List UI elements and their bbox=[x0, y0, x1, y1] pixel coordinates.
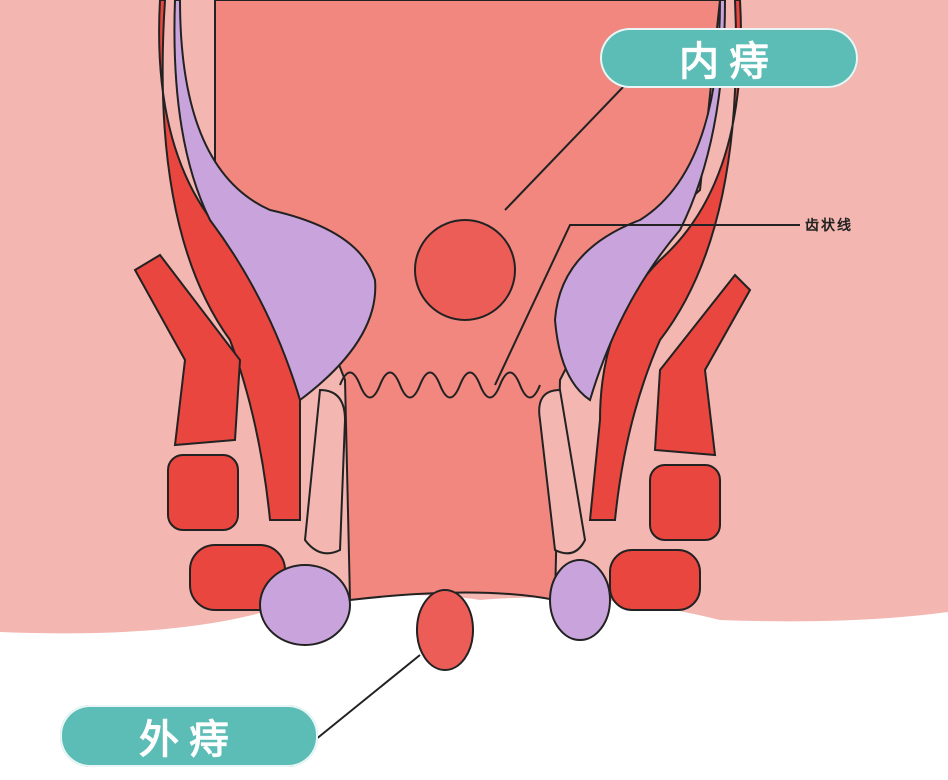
right-mucosa-layer bbox=[553, 0, 727, 402]
dentate-line-label: 齿状线 bbox=[805, 218, 853, 234]
left-rectal-wall bbox=[158, 0, 301, 521]
right-anal-column bbox=[538, 388, 587, 555]
external-leader-line bbox=[314, 654, 421, 741]
dentate-leader-line bbox=[494, 224, 800, 386]
right-rectal-wall bbox=[588, 0, 742, 521]
external-hemorrhoid bbox=[416, 589, 474, 671]
right-external-plexus bbox=[549, 559, 611, 641]
right-sphincter-muscles bbox=[609, 273, 752, 611]
internal-hemorrhoid bbox=[414, 219, 516, 321]
external-hemorrhoid-label: 外痔 bbox=[60, 705, 318, 767]
left-external-plexus bbox=[259, 564, 351, 646]
dentate-line-wave bbox=[339, 371, 541, 399]
internal-hemorrhoid-label: 内痔 bbox=[600, 28, 858, 88]
internal-leader-line bbox=[504, 84, 626, 211]
left-anal-column bbox=[303, 388, 347, 555]
left-mucosa-layer bbox=[173, 0, 377, 402]
